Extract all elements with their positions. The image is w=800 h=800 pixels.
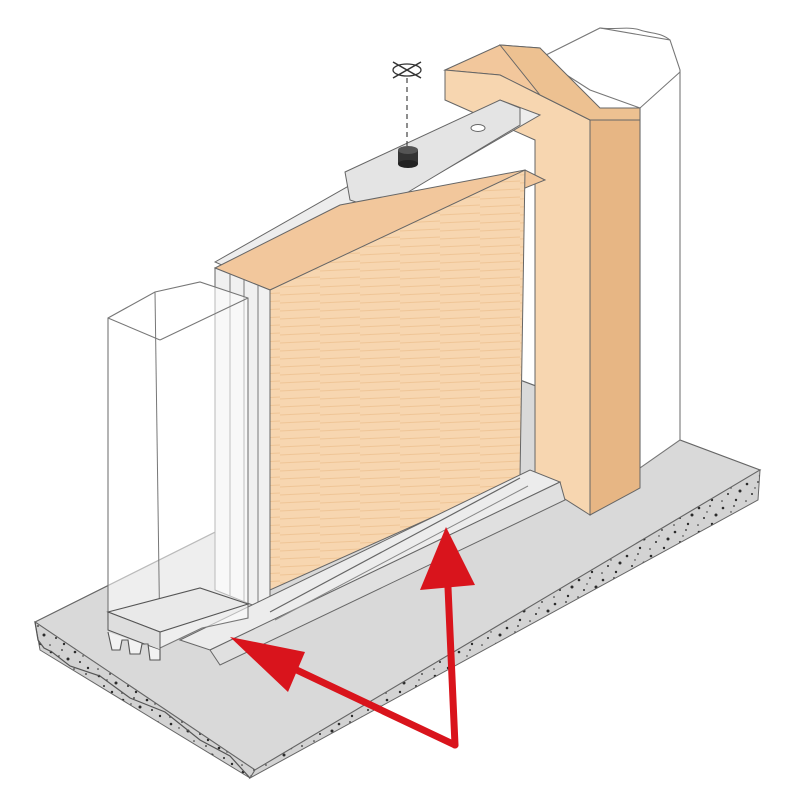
slab-broken-edge (34, 621, 251, 779)
fixed-jamb-right (443, 44, 641, 516)
track-profile-icon (107, 631, 161, 661)
jamb-side (589, 107, 641, 516)
sill-end-cap (106, 587, 250, 661)
ghost-frame-right (538, 27, 681, 470)
slab-right-edge (248, 469, 761, 780)
top-guide (392, 61, 422, 168)
arrow-shaft-right (443, 561, 459, 749)
adjust-screw-icon (392, 61, 422, 79)
arrow-callout-icon (230, 527, 475, 749)
arrow-head-right (420, 527, 475, 590)
sliding-door-panel (213, 169, 547, 591)
track-slot-icon (470, 124, 486, 132)
bottom-track (178, 469, 566, 666)
arrow-head-left (230, 637, 305, 692)
jamb-cap (498, 44, 641, 121)
ghost-frame-left (107, 281, 249, 649)
roller-guide-icon (398, 146, 418, 168)
